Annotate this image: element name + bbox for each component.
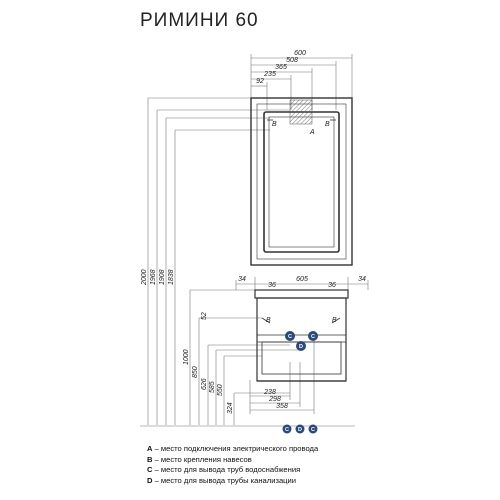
vdim-1908: 1908: [159, 269, 166, 285]
dim-34-left: 34: [238, 276, 246, 283]
dim-605: 605: [296, 276, 308, 283]
vdim-1000: 1000: [183, 349, 190, 365]
legend-text-a: – место подключения электрического прово…: [152, 444, 319, 453]
dim-365: 365: [275, 64, 287, 71]
legend-item-d: D – место для вывода трубы канализации: [147, 476, 318, 487]
vdim-2000: 2000: [141, 269, 148, 286]
vdim-850: 850: [192, 366, 199, 378]
marker-b-top-left: B: [272, 121, 277, 128]
water-pipe-marker-left: [285, 331, 295, 341]
legend-key-b: B: [147, 454, 153, 464]
floor-marker-d: D: [298, 427, 302, 433]
marker-b-top-right: B: [325, 121, 330, 128]
dim-358: 358: [276, 403, 288, 410]
electric-connection-area: [289, 99, 313, 125]
legend-key-a: A: [147, 444, 153, 453]
vdim-1838: 1838: [168, 269, 175, 285]
pipe-markers: [282, 331, 318, 434]
dim-238: 238: [263, 389, 276, 396]
marker-c-label-2: C: [311, 334, 315, 340]
legend-item-c: C – место для вывода труб водоснабжения: [147, 465, 318, 476]
marker-b-mid-left: B: [266, 317, 271, 324]
legend-key-d: D: [147, 475, 153, 485]
dim-600: 600: [294, 50, 306, 57]
dim-508: 508: [286, 57, 298, 64]
floor-marker-c-1: C: [285, 427, 289, 433]
legend: A – место подключения электрического про…: [147, 444, 318, 486]
water-pipe-marker-right: [308, 331, 318, 341]
legend-text-d: – место для вывода трубы канализации: [152, 475, 296, 485]
legend-item-b: B – место крепления навесов: [147, 455, 318, 466]
floor-marker-c-2: C: [311, 427, 315, 433]
legend-text-c: – место для вывода труб водоснабжения: [152, 465, 301, 474]
floor-water-marker-right: [308, 424, 318, 434]
legend-key-c: C: [147, 465, 153, 474]
floor-water-marker-left: [282, 424, 292, 434]
dim-36-left: 36: [268, 282, 276, 289]
dim-298: 298: [268, 396, 281, 403]
vdim-324: 324: [227, 402, 234, 414]
marker-a: A: [309, 129, 315, 136]
vdim-626: 626: [201, 378, 208, 390]
marker-d-label: D: [299, 344, 303, 350]
vdim-550: 550: [217, 384, 224, 396]
vdim-1968: 1968: [150, 269, 157, 285]
vanity-unit: [254, 289, 349, 382]
dim-34-right: 34: [358, 276, 366, 283]
dim-92: 92: [256, 78, 264, 85]
vdim-585: 585: [209, 381, 216, 393]
floor-drain-marker: [295, 424, 305, 434]
marker-b-mid-right: B: [332, 317, 337, 324]
dim-36-right: 36: [328, 282, 336, 289]
diagram-title: РИМИНИ 60: [140, 10, 259, 31]
drain-pipe-marker: [296, 341, 306, 351]
dim-52: 52: [201, 312, 208, 320]
dim-235: 235: [263, 71, 276, 78]
marker-c-label-1: C: [288, 334, 292, 340]
legend-text-b: – место крепления навесов: [152, 454, 252, 464]
legend-item-a: A – место подключения электрического про…: [147, 444, 318, 455]
